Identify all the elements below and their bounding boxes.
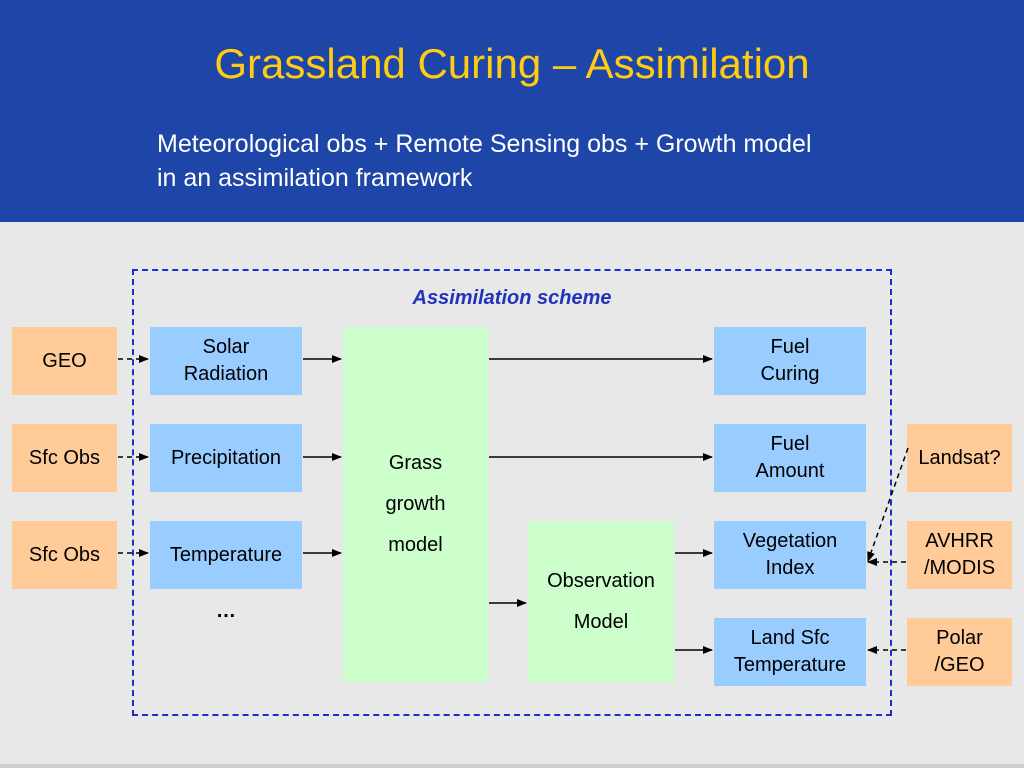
source-avhrr-modis-line-1: AVHRR [925, 530, 994, 552]
output-fuel-curing-line-2: Curing [760, 363, 820, 385]
source-landsat-label: Landsat? [918, 446, 1001, 469]
source-geo: GEO [12, 327, 117, 395]
output-vegetation-index: Vegetation Index [714, 521, 866, 589]
input-precipitation: Precipitation [150, 424, 302, 492]
source-sfc-obs-precip-label: Sfc Obs [28, 446, 101, 469]
grass-growth-model-line-3: model [388, 534, 443, 556]
grass-growth-model-line-2: growth [385, 493, 446, 515]
output-fuel-amount: Fuel Amount [714, 424, 866, 492]
input-solar-radiation-line-2: Radiation [183, 363, 269, 385]
grass-growth-model-line-1: Grass [388, 452, 443, 474]
output-land-sfc-temperature-line-2: Temperature [733, 654, 847, 676]
observation-model-line-2: Model [573, 610, 629, 633]
source-avhrr-modis: AVHRR /MODIS [907, 521, 1012, 589]
source-avhrr-modis-line-2: /MODIS [923, 557, 996, 579]
source-polar-geo-line-2: /GEO [934, 654, 985, 676]
assimilation-scheme-label: Assimilation scheme [412, 287, 612, 309]
source-sfc-obs-precip: Sfc Obs [12, 424, 117, 492]
source-geo-label: GEO [42, 349, 87, 372]
output-fuel-curing: Fuel Curing [714, 327, 866, 395]
output-land-sfc-temperature: Land Sfc Temperature [714, 618, 866, 686]
grass-growth-model: Grass growth model [343, 327, 488, 682]
output-vegetation-index-line-2: Index [765, 557, 815, 579]
more-inputs-ellipsis: … [216, 600, 236, 622]
source-sfc-obs-temp: Sfc Obs [12, 521, 117, 589]
subtitle-line-2: in an assimilation framework [157, 164, 473, 192]
subtitle-line-1: Meteorological obs + Remote Sensing obs … [157, 130, 812, 158]
slide-bottom-strip [0, 764, 1024, 768]
slide-title: Grassland Curing – Assimilation [214, 40, 810, 87]
assimilation-scheme-frame [132, 269, 892, 716]
input-precipitation-label: Precipitation [170, 446, 282, 469]
input-temperature: Temperature [150, 521, 302, 589]
input-solar-radiation: Solar Radiation [150, 327, 302, 395]
source-landsat: Landsat? [907, 424, 1012, 492]
output-fuel-amount-line-1: Fuel [770, 433, 810, 455]
output-land-sfc-temperature-line-1: Land Sfc [750, 627, 830, 649]
input-temperature-label: Temperature [169, 543, 283, 566]
arrow-landsat-to-vegetation-index [867, 447, 909, 562]
input-solar-radiation-line-1: Solar [202, 336, 250, 358]
observation-model-line-1: Observation [547, 569, 655, 592]
slide-header [0, 0, 1024, 222]
slide-subtitle: Meteorological obs + Remote Sensing obs … [157, 127, 957, 195]
source-polar-geo: Polar /GEO [907, 618, 1012, 686]
output-fuel-curing-line-1: Fuel [770, 336, 810, 358]
output-vegetation-index-line-1: Vegetation [742, 530, 838, 552]
source-sfc-obs-temp-label: Sfc Obs [28, 543, 101, 566]
output-fuel-amount-line-2: Amount [755, 460, 825, 482]
source-polar-geo-line-1: Polar [936, 627, 983, 649]
observation-model: Observation Model [528, 521, 674, 682]
